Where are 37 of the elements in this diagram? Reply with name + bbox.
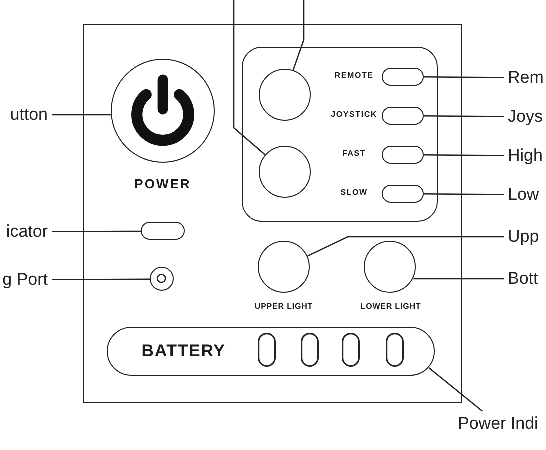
panel-label: JOYSTICK: [331, 111, 378, 120]
leader-line: [424, 154, 504, 156]
panel-label: POWER: [134, 177, 192, 190]
panel-label: LOWER LIGHT: [360, 302, 422, 311]
leader-line: [308, 236, 504, 257]
panel-label: UPPER LIGHT: [254, 302, 314, 311]
battery-gauge: [107, 327, 436, 376]
charging-port: [150, 267, 174, 292]
callout-label: utton: [10, 105, 48, 125]
panel-label: REMOTE: [334, 72, 374, 80]
callout-label: High: [508, 146, 543, 166]
leader-line: [428, 368, 484, 412]
panel-label: SLOW: [340, 189, 368, 198]
leader-line: [414, 278, 504, 280]
callout-label: Low: [508, 185, 540, 205]
leader-line: [424, 193, 504, 196]
leader-line: [233, 0, 266, 156]
round-button: [258, 68, 311, 121]
mode-panel: [242, 47, 438, 222]
callout-label: Power Indi: [458, 414, 538, 434]
leader-line: [424, 76, 504, 78]
gauge-label: BATTERY: [142, 342, 226, 360]
callout-label: g Port: [2, 270, 48, 290]
round-button: [258, 146, 311, 198]
callout-label: Bott: [508, 269, 538, 289]
callout-label: Rem: [508, 68, 544, 88]
leader-line: [424, 115, 504, 118]
leader-line: [52, 278, 150, 281]
leader-line: [52, 114, 112, 116]
indicator-light: [141, 222, 186, 240]
control-panel: [83, 24, 462, 403]
leader-line: [292, 0, 305, 71]
callout-label: Joys: [508, 107, 543, 127]
panel-label: FAST: [342, 150, 366, 158]
callout-label: Upp: [508, 227, 540, 247]
callout-label: icator: [6, 222, 48, 242]
leader-line: [52, 230, 142, 233]
